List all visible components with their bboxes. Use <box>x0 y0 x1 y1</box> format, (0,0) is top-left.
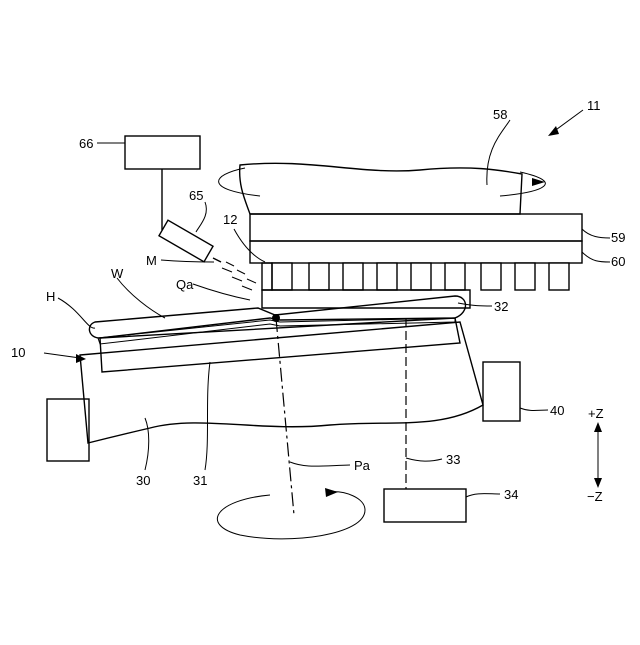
label-32: 32 <box>494 299 508 314</box>
label-59: 59 <box>611 230 625 245</box>
label-65: 65 <box>189 188 203 203</box>
left-holder <box>47 399 89 461</box>
label-H: H <box>46 289 55 304</box>
spindle-rotation-arrow <box>219 168 546 196</box>
base-body-30 <box>80 322 483 443</box>
pad-side-block <box>262 263 272 290</box>
label-60: 60 <box>611 254 625 269</box>
table-rotation-arrow <box>217 492 365 539</box>
table-arrowhead <box>325 488 338 497</box>
ref-11-arrowhead <box>548 126 559 136</box>
ref-10-arrow <box>44 353 80 358</box>
label-11: 11 <box>587 98 601 113</box>
label-10: 10 <box>11 345 25 360</box>
label-58: 58 <box>493 107 507 122</box>
label-31: 31 <box>193 473 207 488</box>
label-34: 34 <box>504 487 518 502</box>
label-12: 12 <box>223 212 237 227</box>
polishing-teeth <box>272 263 569 290</box>
label-33: 33 <box>446 452 460 467</box>
label-Pa: Pa <box>354 458 371 473</box>
z-arrow-down <box>594 478 602 488</box>
plate-60 <box>250 241 582 263</box>
label-30: 30 <box>136 473 150 488</box>
label-W: W <box>111 266 124 281</box>
label-minus-z: −Z <box>587 489 603 504</box>
plate-59 <box>250 214 582 241</box>
holder-40 <box>483 362 520 421</box>
controller-66 <box>125 136 200 169</box>
nozzle-65 <box>159 220 256 290</box>
contact-point <box>272 314 280 322</box>
controller-34 <box>384 489 466 522</box>
spindle-arrowhead <box>532 178 545 186</box>
spindle-58 <box>240 163 522 214</box>
ref-11-arrow <box>553 110 583 132</box>
label-66: 66 <box>79 136 93 151</box>
label-40: 40 <box>550 403 564 418</box>
z-arrow-up <box>594 422 602 432</box>
label-M: M <box>146 253 157 268</box>
label-plus-z: +Z <box>588 406 604 421</box>
label-Qa: Qa <box>176 277 194 292</box>
axis-Pa <box>276 318 294 515</box>
